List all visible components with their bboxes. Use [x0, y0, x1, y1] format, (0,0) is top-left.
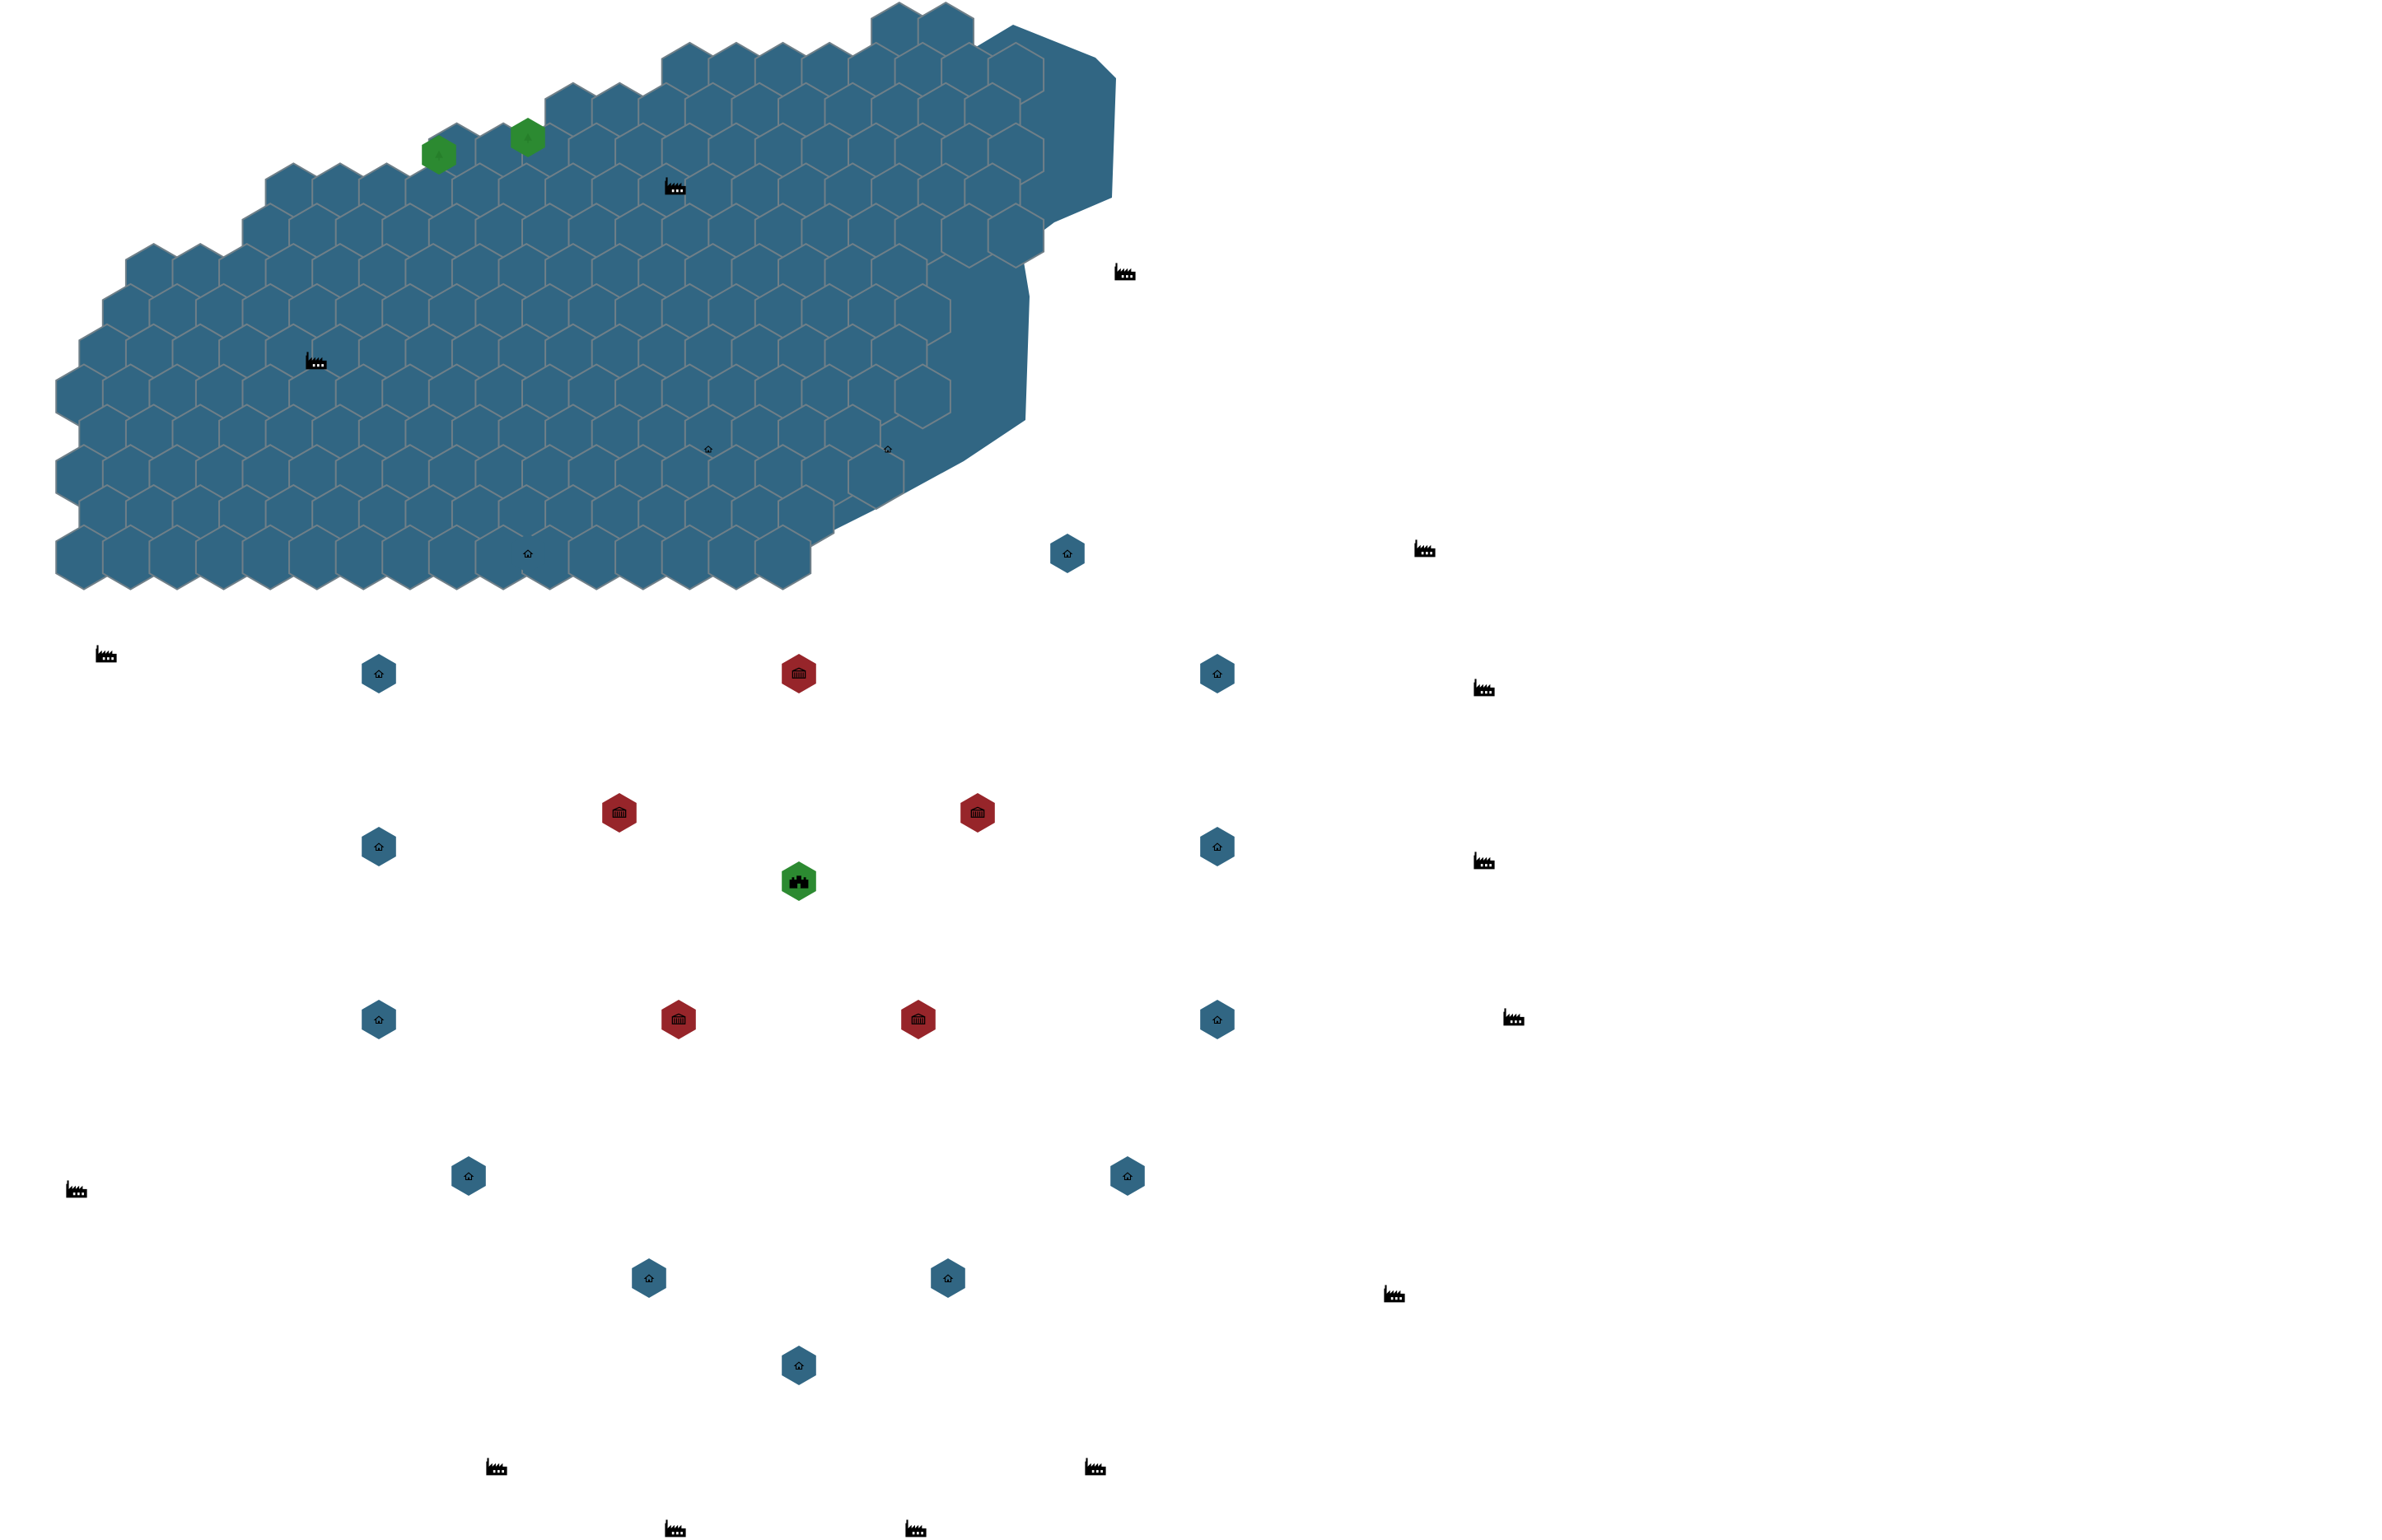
factory-icon[interactable]: [486, 1458, 507, 1476]
house-token[interactable]: [782, 1346, 816, 1385]
forest-icon: [524, 133, 532, 143]
house-token[interactable]: [931, 1258, 965, 1298]
token-hex: [1110, 1156, 1145, 1196]
house-token[interactable]: [362, 654, 396, 693]
factory-icon[interactable]: [1503, 1008, 1525, 1026]
barracks-icon: [970, 806, 985, 818]
house-icon: [942, 1274, 954, 1283]
barracks-token[interactable]: [661, 1000, 696, 1039]
barracks-token[interactable]: [901, 1000, 936, 1039]
house-token[interactable]: [451, 1156, 486, 1196]
house-icon: [793, 1361, 805, 1370]
forest-icon: [435, 150, 443, 161]
house-icon[interactable]: [703, 446, 713, 453]
factory-icon[interactable]: [1414, 539, 1436, 558]
factory-icon[interactable]: [1474, 852, 1495, 870]
water-hex[interactable]: [987, 203, 1045, 269]
token-hex: [1050, 534, 1085, 573]
house-icon: [373, 842, 385, 852]
factory-icon[interactable]: [1384, 1285, 1405, 1303]
factory-icon[interactable]: [1085, 1458, 1106, 1476]
token-hex: [1200, 827, 1235, 866]
factory-icon[interactable]: [905, 1519, 927, 1538]
barracks-icon: [911, 1013, 926, 1024]
factory-icon[interactable]: [66, 1180, 87, 1198]
house-token[interactable]: [632, 1258, 666, 1298]
barracks-token[interactable]: [782, 654, 816, 693]
factory-icon[interactable]: [1474, 679, 1495, 697]
house-icon: [373, 1015, 385, 1024]
token-hex: [451, 1156, 486, 1196]
house-token[interactable]: [362, 1000, 396, 1039]
factory-icon[interactable]: [1114, 263, 1136, 281]
token-hex: [362, 654, 396, 693]
token-hex: [362, 1000, 396, 1039]
factory-icon[interactable]: [306, 352, 327, 370]
token-hex: [1200, 1000, 1235, 1039]
barracks-token[interactable]: [960, 793, 995, 833]
house-icon: [1212, 670, 1223, 679]
token-layer: [362, 118, 1235, 1385]
house-token[interactable]: [511, 534, 545, 573]
water-hex[interactable]: [894, 363, 951, 430]
forest-token[interactable]: [422, 135, 456, 175]
house-icon: [1212, 842, 1223, 852]
token-hex: [1200, 654, 1235, 693]
token-hex: [632, 1258, 666, 1298]
token-hex: [931, 1258, 965, 1298]
house-icon[interactable]: [883, 446, 893, 453]
house-token[interactable]: [1200, 827, 1235, 866]
barracks-icon: [671, 1013, 686, 1024]
house-token[interactable]: [1200, 654, 1235, 693]
house-icon: [643, 1274, 655, 1283]
water-hex[interactable]: [848, 444, 905, 511]
token-hex: [362, 827, 396, 866]
factory-icon[interactable]: [96, 645, 117, 663]
castle-icon: [789, 875, 809, 889]
house-icon: [463, 1172, 474, 1181]
house-icon: [522, 549, 534, 558]
house-icon: [1212, 1015, 1223, 1024]
icon-layer: [66, 177, 1525, 1538]
house-token[interactable]: [362, 827, 396, 866]
token-hex: [511, 534, 545, 573]
house-token[interactable]: [1050, 534, 1085, 573]
house-icon: [1122, 1172, 1133, 1181]
house-token[interactable]: [1110, 1156, 1145, 1196]
barracks-icon: [612, 806, 627, 818]
water-hex[interactable]: [754, 524, 812, 590]
forest-token[interactable]: [511, 118, 545, 157]
house-icon: [1062, 549, 1073, 558]
barracks-icon: [792, 667, 806, 679]
castle-token[interactable]: [782, 861, 816, 901]
token-hex: [782, 1346, 816, 1385]
house-icon: [373, 670, 385, 679]
factory-icon[interactable]: [665, 177, 686, 195]
water-region: [55, 1, 1116, 590]
barracks-token[interactable]: [602, 793, 637, 833]
factory-icon[interactable]: [665, 1519, 686, 1538]
house-token[interactable]: [1200, 1000, 1235, 1039]
